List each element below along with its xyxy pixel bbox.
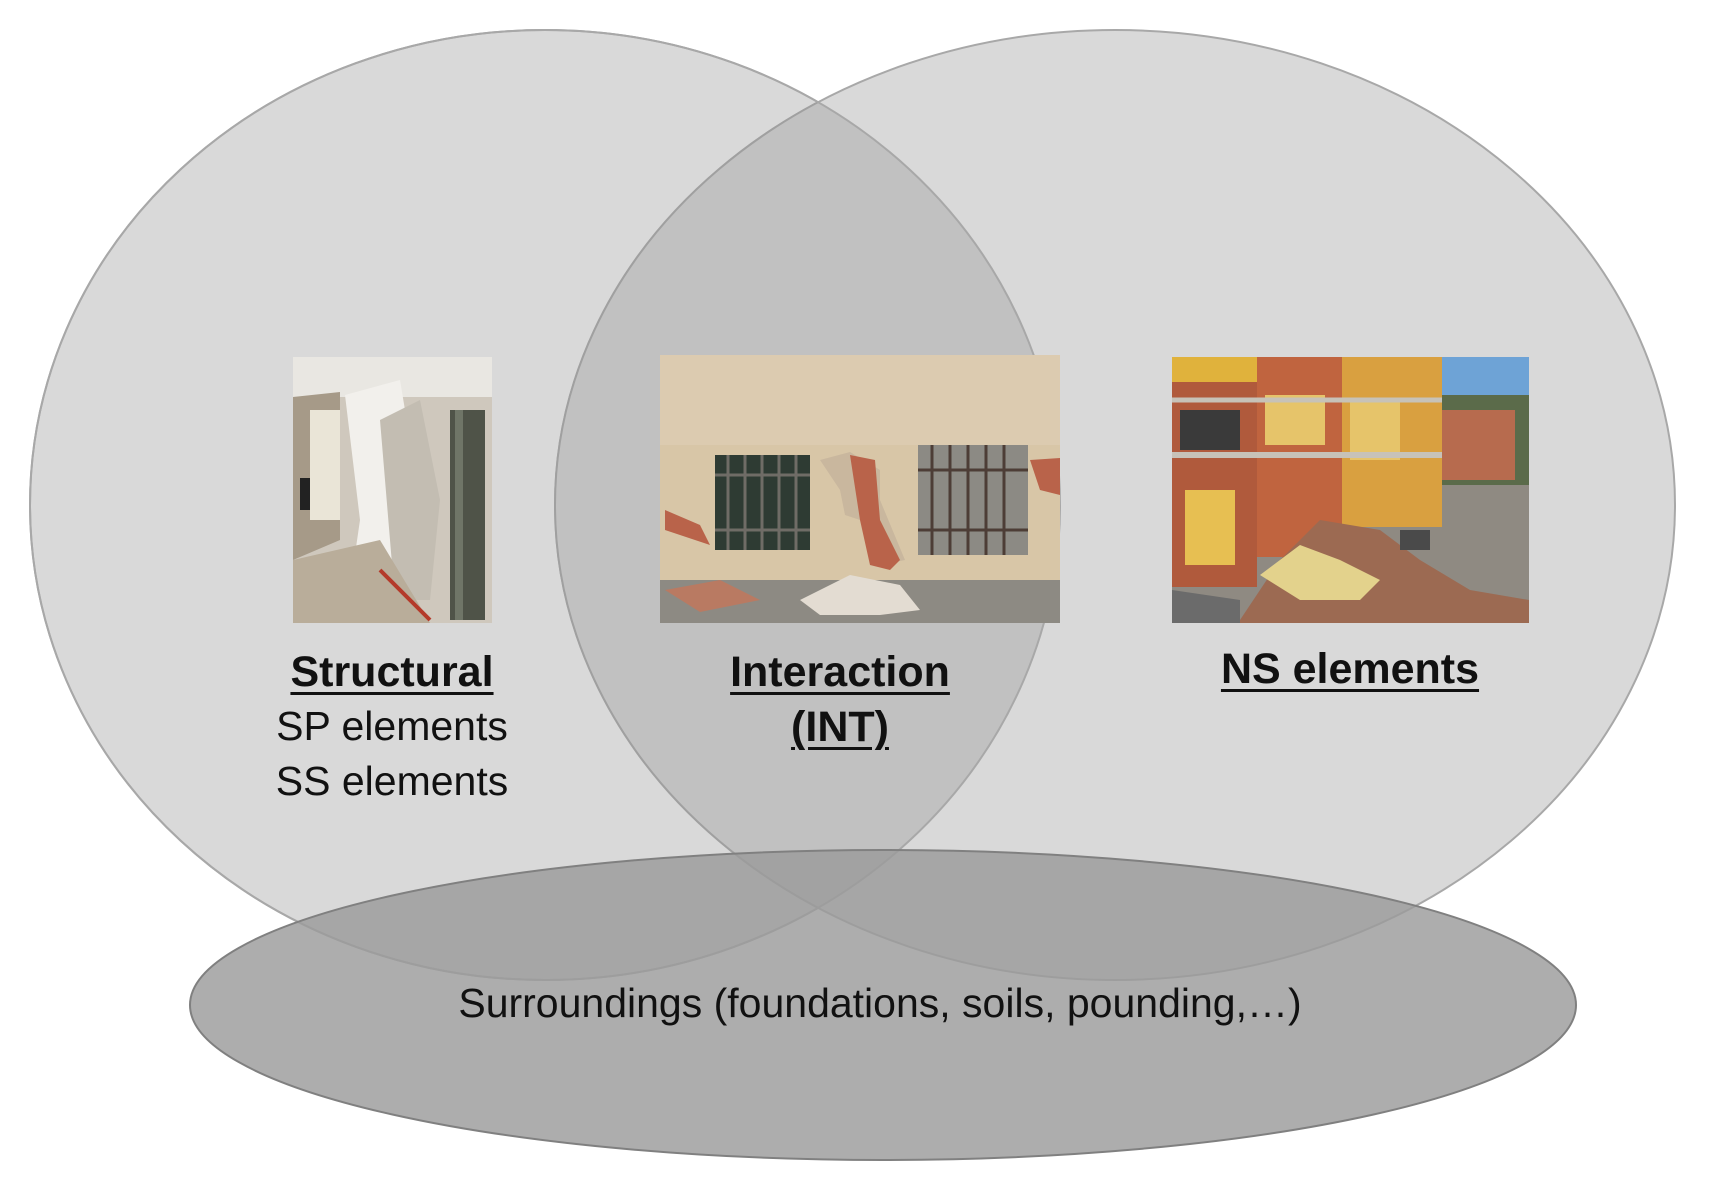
ns-photo	[1172, 357, 1529, 623]
structural-heading: Structural	[290, 648, 494, 696]
structural-photo	[293, 357, 492, 623]
sp-elements-label: SP elements	[276, 703, 508, 749]
interaction-overlap	[554, 30, 1060, 980]
ss-elements-label: SS elements	[275, 758, 509, 804]
surroundings-ellipse	[189, 849, 1577, 1161]
ns-elements-heading: NS elements	[1220, 645, 1480, 693]
interaction-heading: Interaction	[730, 648, 950, 696]
int-heading: (INT)	[791, 703, 889, 751]
surroundings-label: Surroundings (foundations, soils, poundi…	[458, 980, 1302, 1026]
interaction-photo	[660, 355, 1060, 623]
